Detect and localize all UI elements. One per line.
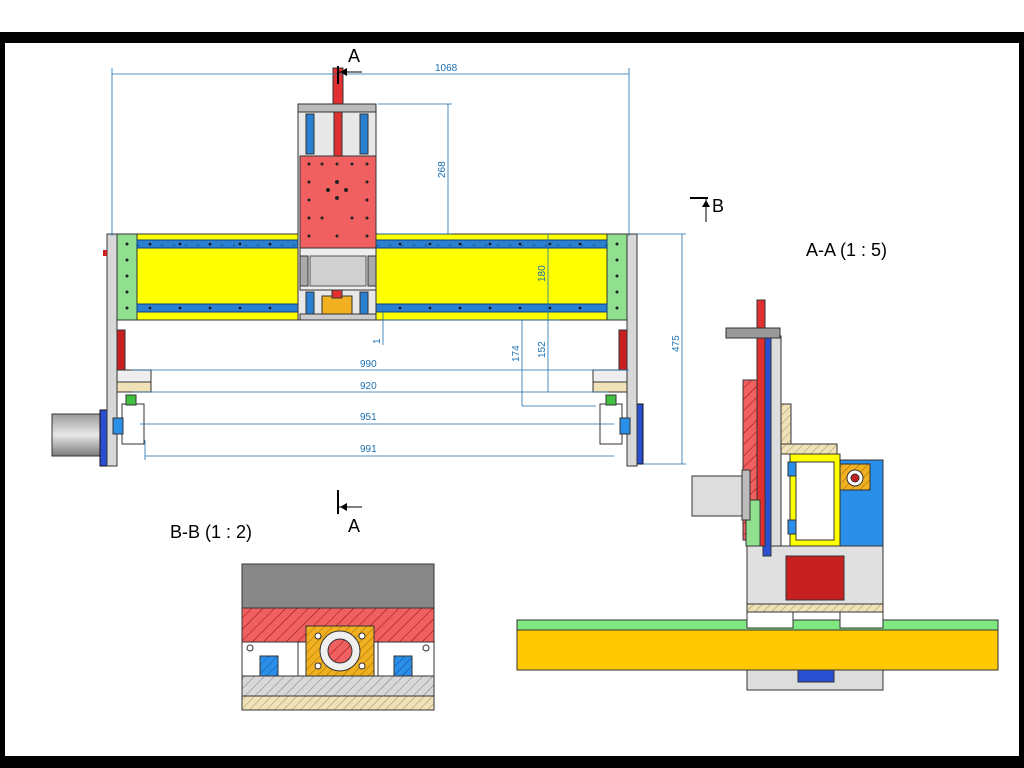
dim-991: 991 bbox=[360, 444, 377, 455]
dimensions bbox=[111, 68, 686, 465]
dim-1068: 1068 bbox=[435, 63, 458, 74]
left-motor bbox=[51, 413, 103, 457]
dim-180: 180 bbox=[537, 265, 548, 282]
dim-268: 268 bbox=[437, 161, 448, 178]
section-aa-title: A-A (1 : 5) bbox=[806, 240, 887, 260]
section-markers: A A B bbox=[337, 46, 724, 536]
section-bb-view bbox=[241, 563, 435, 711]
section-bb-title: B-B (1 : 2) bbox=[170, 522, 252, 542]
section-b-label: B bbox=[712, 196, 724, 216]
dim-990: 990 bbox=[360, 359, 377, 370]
front-view bbox=[51, 67, 644, 467]
section-a-bottom-label: A bbox=[348, 516, 360, 536]
top-band bbox=[0, 0, 1024, 32]
spindle-section bbox=[756, 299, 766, 547]
right-bracket bbox=[618, 329, 628, 371]
dim-920: 920 bbox=[360, 381, 377, 392]
section-a-top-label: A bbox=[348, 46, 360, 66]
table-base bbox=[516, 629, 999, 671]
dim-152: 152 bbox=[537, 341, 548, 358]
section-aa-view bbox=[516, 299, 999, 691]
right-flange bbox=[636, 403, 644, 465]
dim-951: 951 bbox=[360, 412, 377, 423]
dim-174: 174 bbox=[511, 345, 522, 362]
dim-1: 1 bbox=[372, 338, 383, 344]
z-carriage-plate bbox=[299, 155, 377, 249]
dimension-labels: 1068 268 180 475 990 920 951 991 174 152… bbox=[360, 63, 682, 455]
dim-475: 475 bbox=[671, 335, 682, 352]
left-bracket bbox=[116, 329, 126, 371]
